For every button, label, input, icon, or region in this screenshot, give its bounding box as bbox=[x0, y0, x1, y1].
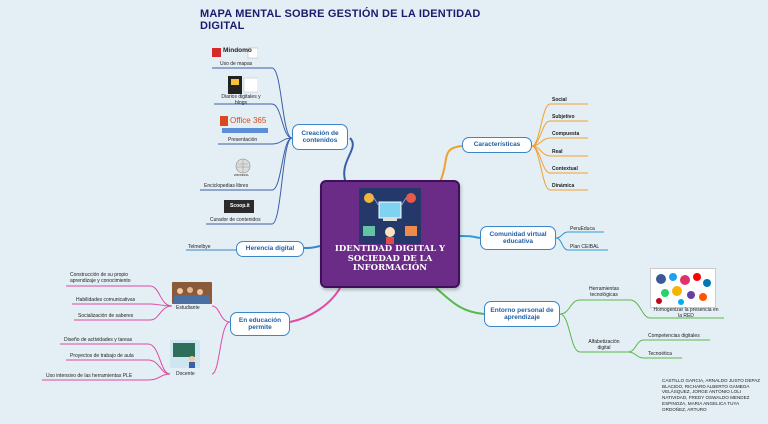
educacion-links bbox=[42, 285, 231, 381]
link-creacion bbox=[343, 137, 354, 181]
leaf-real[interactable]: Real bbox=[552, 149, 563, 155]
center-illustration bbox=[359, 188, 421, 244]
leaf-herramientas-tecnologicas[interactable]: Herramientas tecnológicas bbox=[588, 286, 619, 298]
blog-icon bbox=[228, 76, 259, 94]
leaf-diseno-actividades[interactable]: Diseño de actividades y tareas bbox=[64, 337, 133, 343]
scoopit-logo-icon: Scoop.it bbox=[224, 200, 254, 213]
mindomo-logo-icon: Mindomo bbox=[212, 46, 259, 59]
leaf-curador-de-contenidos[interactable]: Curador de contenidos bbox=[210, 217, 261, 223]
leaf-enciclopedias-libres[interactable]: Enciclopedias libres bbox=[204, 183, 249, 189]
leaf-plan-ceibal[interactable]: Plan CEIBAL bbox=[570, 244, 600, 250]
branch-comunidad[interactable]: Comunidad virtual educativa bbox=[480, 226, 556, 250]
wikipedia-globe-icon: WIKIPEDIA bbox=[234, 158, 252, 178]
office-logo-icon: Office 365 bbox=[220, 116, 270, 134]
teacher-illustration-icon bbox=[170, 340, 200, 368]
leaf-estudiante[interactable]: Estudiante bbox=[176, 305, 200, 311]
comunidad-links bbox=[555, 231, 608, 251]
leaf-alfabetizacion-digital[interactable]: Alfabetización digital bbox=[588, 339, 620, 351]
link-entorno bbox=[435, 287, 485, 315]
scoopit-logo-text: Scoop.it bbox=[230, 203, 250, 209]
leaf-tecnoetica[interactable]: Tecnoética bbox=[648, 351, 672, 357]
central-node-label: IDENTIDAD DIGITAL Y SOCIEDAD DE LA INFOR… bbox=[334, 244, 446, 273]
leaf-presentacion[interactable]: Presentación bbox=[228, 137, 258, 143]
leaf-socializacion-saberes[interactable]: Socialización de saberes bbox=[78, 313, 134, 319]
link-educacion bbox=[289, 287, 341, 323]
leaf-habilidades-comunicativas[interactable]: Habilidades comunicativas bbox=[76, 297, 136, 303]
leaf-construccion-aprendizaje[interactable]: Construcción de su propio aprendizaje y … bbox=[70, 272, 131, 284]
leaf-compuesta[interactable]: Compuesta bbox=[552, 131, 580, 137]
creacion-links bbox=[200, 67, 293, 225]
leaf-social[interactable]: Social bbox=[552, 97, 567, 103]
leaf-proyectos-trabajo[interactable]: Proyectos de trabajo de aula bbox=[70, 353, 134, 359]
link-comunidad bbox=[459, 235, 481, 239]
authors-credits: CASTILLO GARCIA, ARNALDO JUSTO DEPAZ BLA… bbox=[662, 378, 761, 412]
leaf-subjetivo[interactable]: Subjetivo bbox=[552, 114, 575, 120]
branch-herencia[interactable]: Herencia digital bbox=[236, 241, 304, 257]
link-herencia bbox=[303, 245, 321, 249]
branch-entorno[interactable]: Entorno personal de aprendizaje bbox=[484, 301, 560, 327]
social-apps-collage-icon bbox=[650, 268, 716, 308]
central-node[interactable]: IDENTIDAD DIGITAL Y SOCIEDAD DE LA INFOR… bbox=[320, 180, 460, 288]
mindomo-logo-text: Mindomo bbox=[223, 47, 252, 54]
leaf-uso-de-mapas[interactable]: Uso de mapas bbox=[220, 61, 253, 67]
branch-educacion[interactable]: En educación permite bbox=[230, 312, 290, 336]
leaf-telmelbye[interactable]: Telmelbye bbox=[188, 244, 211, 250]
link-caracteristicas bbox=[439, 145, 463, 183]
leaf-contextual[interactable]: Contextual bbox=[552, 166, 578, 172]
office-logo-text: Office 365 bbox=[230, 116, 267, 125]
leaf-uso-intensivo-ple[interactable]: Uso intensivo de las herramientas PLE bbox=[46, 373, 133, 379]
students-photo-icon bbox=[172, 282, 212, 304]
leaf-dinamica[interactable]: Dinámica bbox=[552, 183, 575, 189]
leaf-docente[interactable]: Docente bbox=[176, 371, 195, 377]
leaf-perueduca[interactable]: PeruEduca bbox=[570, 226, 595, 232]
leaf-homogenizar-presencia[interactable]: Homogenizar la presencia en la RED bbox=[653, 307, 719, 319]
branch-creacion[interactable]: Creación de contenidos bbox=[292, 124, 348, 150]
leaf-competencias-digitales[interactable]: Competencias digitales bbox=[648, 333, 700, 339]
map-title: MAPA MENTAL SOBRE GESTIÓN DE LA IDENTIDA… bbox=[200, 8, 481, 32]
leaf-diarios-digitales[interactable]: Diarios digitales y blogs bbox=[221, 94, 261, 106]
branch-caracteristicas[interactable]: Características bbox=[462, 137, 532, 153]
wikipedia-logo-text: WIKIPEDIA bbox=[234, 173, 249, 177]
entorno-links bbox=[559, 299, 724, 359]
caracteristicas-links bbox=[531, 103, 588, 191]
